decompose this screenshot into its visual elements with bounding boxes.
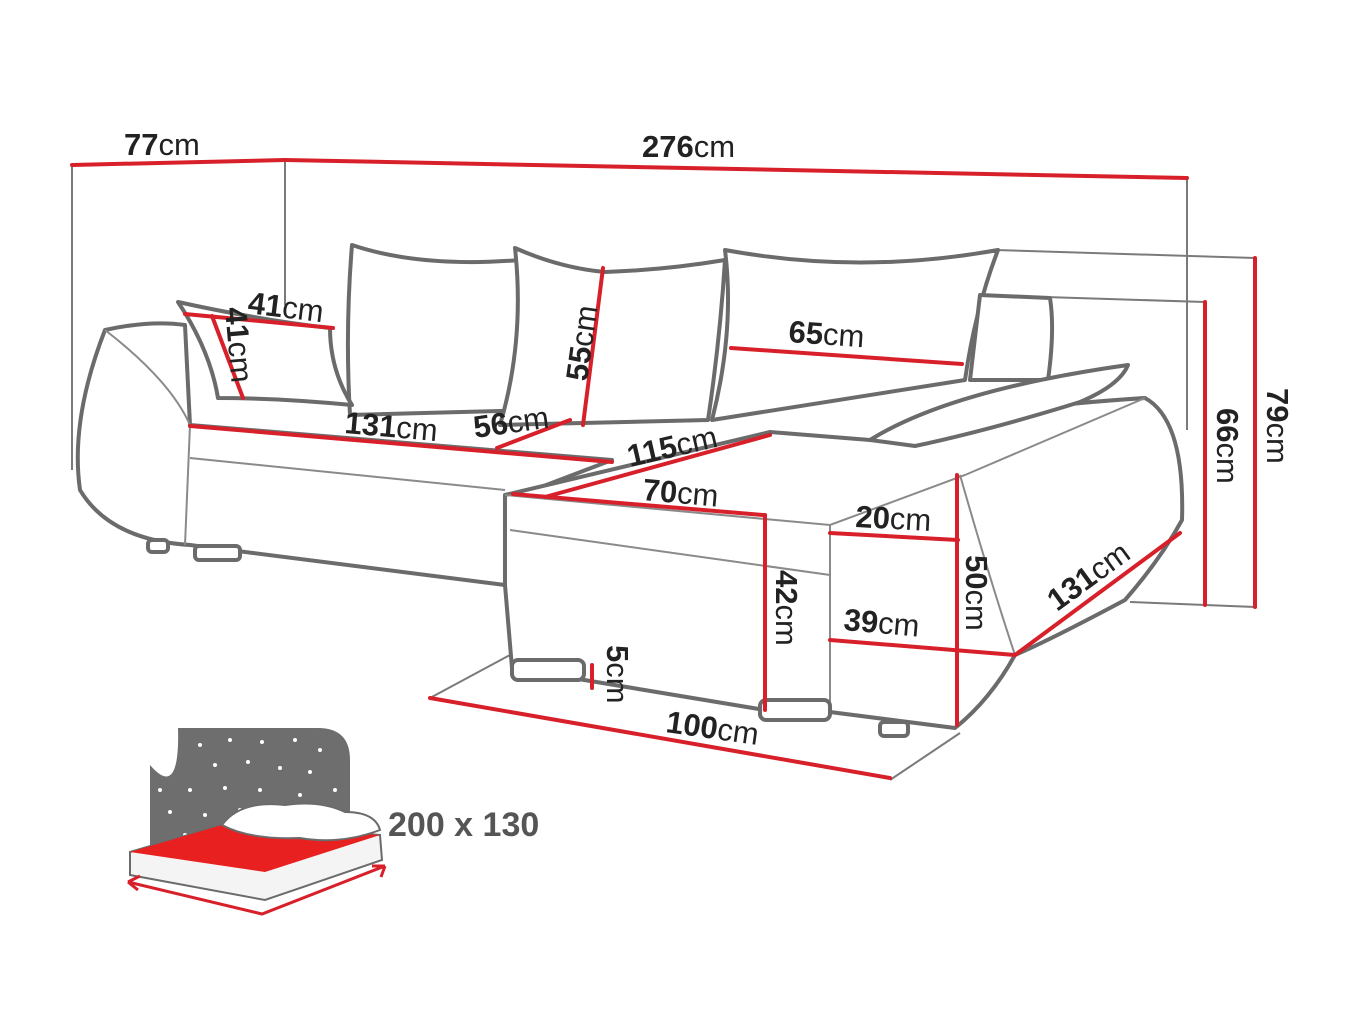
left-armrest xyxy=(104,329,191,546)
label-small-pillow-height: 41cm xyxy=(218,306,259,385)
leg xyxy=(193,544,242,562)
label-seat-depth: 56cm xyxy=(471,400,551,445)
back-cushion-middle xyxy=(498,246,727,427)
leg xyxy=(146,538,170,554)
sofa-left-section xyxy=(75,321,614,587)
leg xyxy=(878,720,910,738)
chaise-front-seam xyxy=(509,525,831,712)
sofa-drawing xyxy=(75,243,1185,738)
label-armrest-width: 20cm xyxy=(855,499,933,538)
label-back-cushion-width: 65cm xyxy=(788,314,866,354)
label-armrest-height: 50cm xyxy=(959,555,994,631)
label-seat-width: 131cm xyxy=(343,405,439,448)
label-small-pillow-width: 41cm xyxy=(246,285,326,329)
pillows xyxy=(220,802,382,842)
extension-lines xyxy=(71,160,1256,781)
label-chaise-width: 70cm xyxy=(641,472,720,513)
chaise-top-seam xyxy=(504,397,1146,527)
label-armrest-back-height: 66cm xyxy=(1210,408,1245,484)
back-rest-right xyxy=(968,293,1055,382)
dimension-labels: 77cm 276cm 41cm 41cm 55cm 65cm 131cm 56c… xyxy=(124,127,1295,752)
width-arrow xyxy=(127,864,387,916)
label-overall-width: 276cm xyxy=(642,129,735,164)
sofa-front-seam xyxy=(189,457,506,491)
label-back-cushion-height: 55cm xyxy=(559,303,604,383)
sleeping-bed-night-icon xyxy=(127,728,387,916)
label-overall-height: 79cm xyxy=(1260,388,1295,464)
label-overall-depth: 77cm xyxy=(124,127,200,162)
armrest-pillow xyxy=(868,363,1130,448)
small-pillow xyxy=(176,300,354,407)
label-chaise-height: 42cm xyxy=(769,570,804,646)
chaise-armrest-curve xyxy=(959,474,1016,656)
leg xyxy=(510,658,586,682)
leg xyxy=(758,698,832,722)
label-leg-height: 5cm xyxy=(600,645,635,704)
measurement-lines xyxy=(70,158,1257,780)
bed-size-label: 200 x 130 xyxy=(388,806,539,844)
label-chaise-total-width: 100cm xyxy=(664,704,761,752)
label-seat-height: 39cm xyxy=(842,602,921,643)
